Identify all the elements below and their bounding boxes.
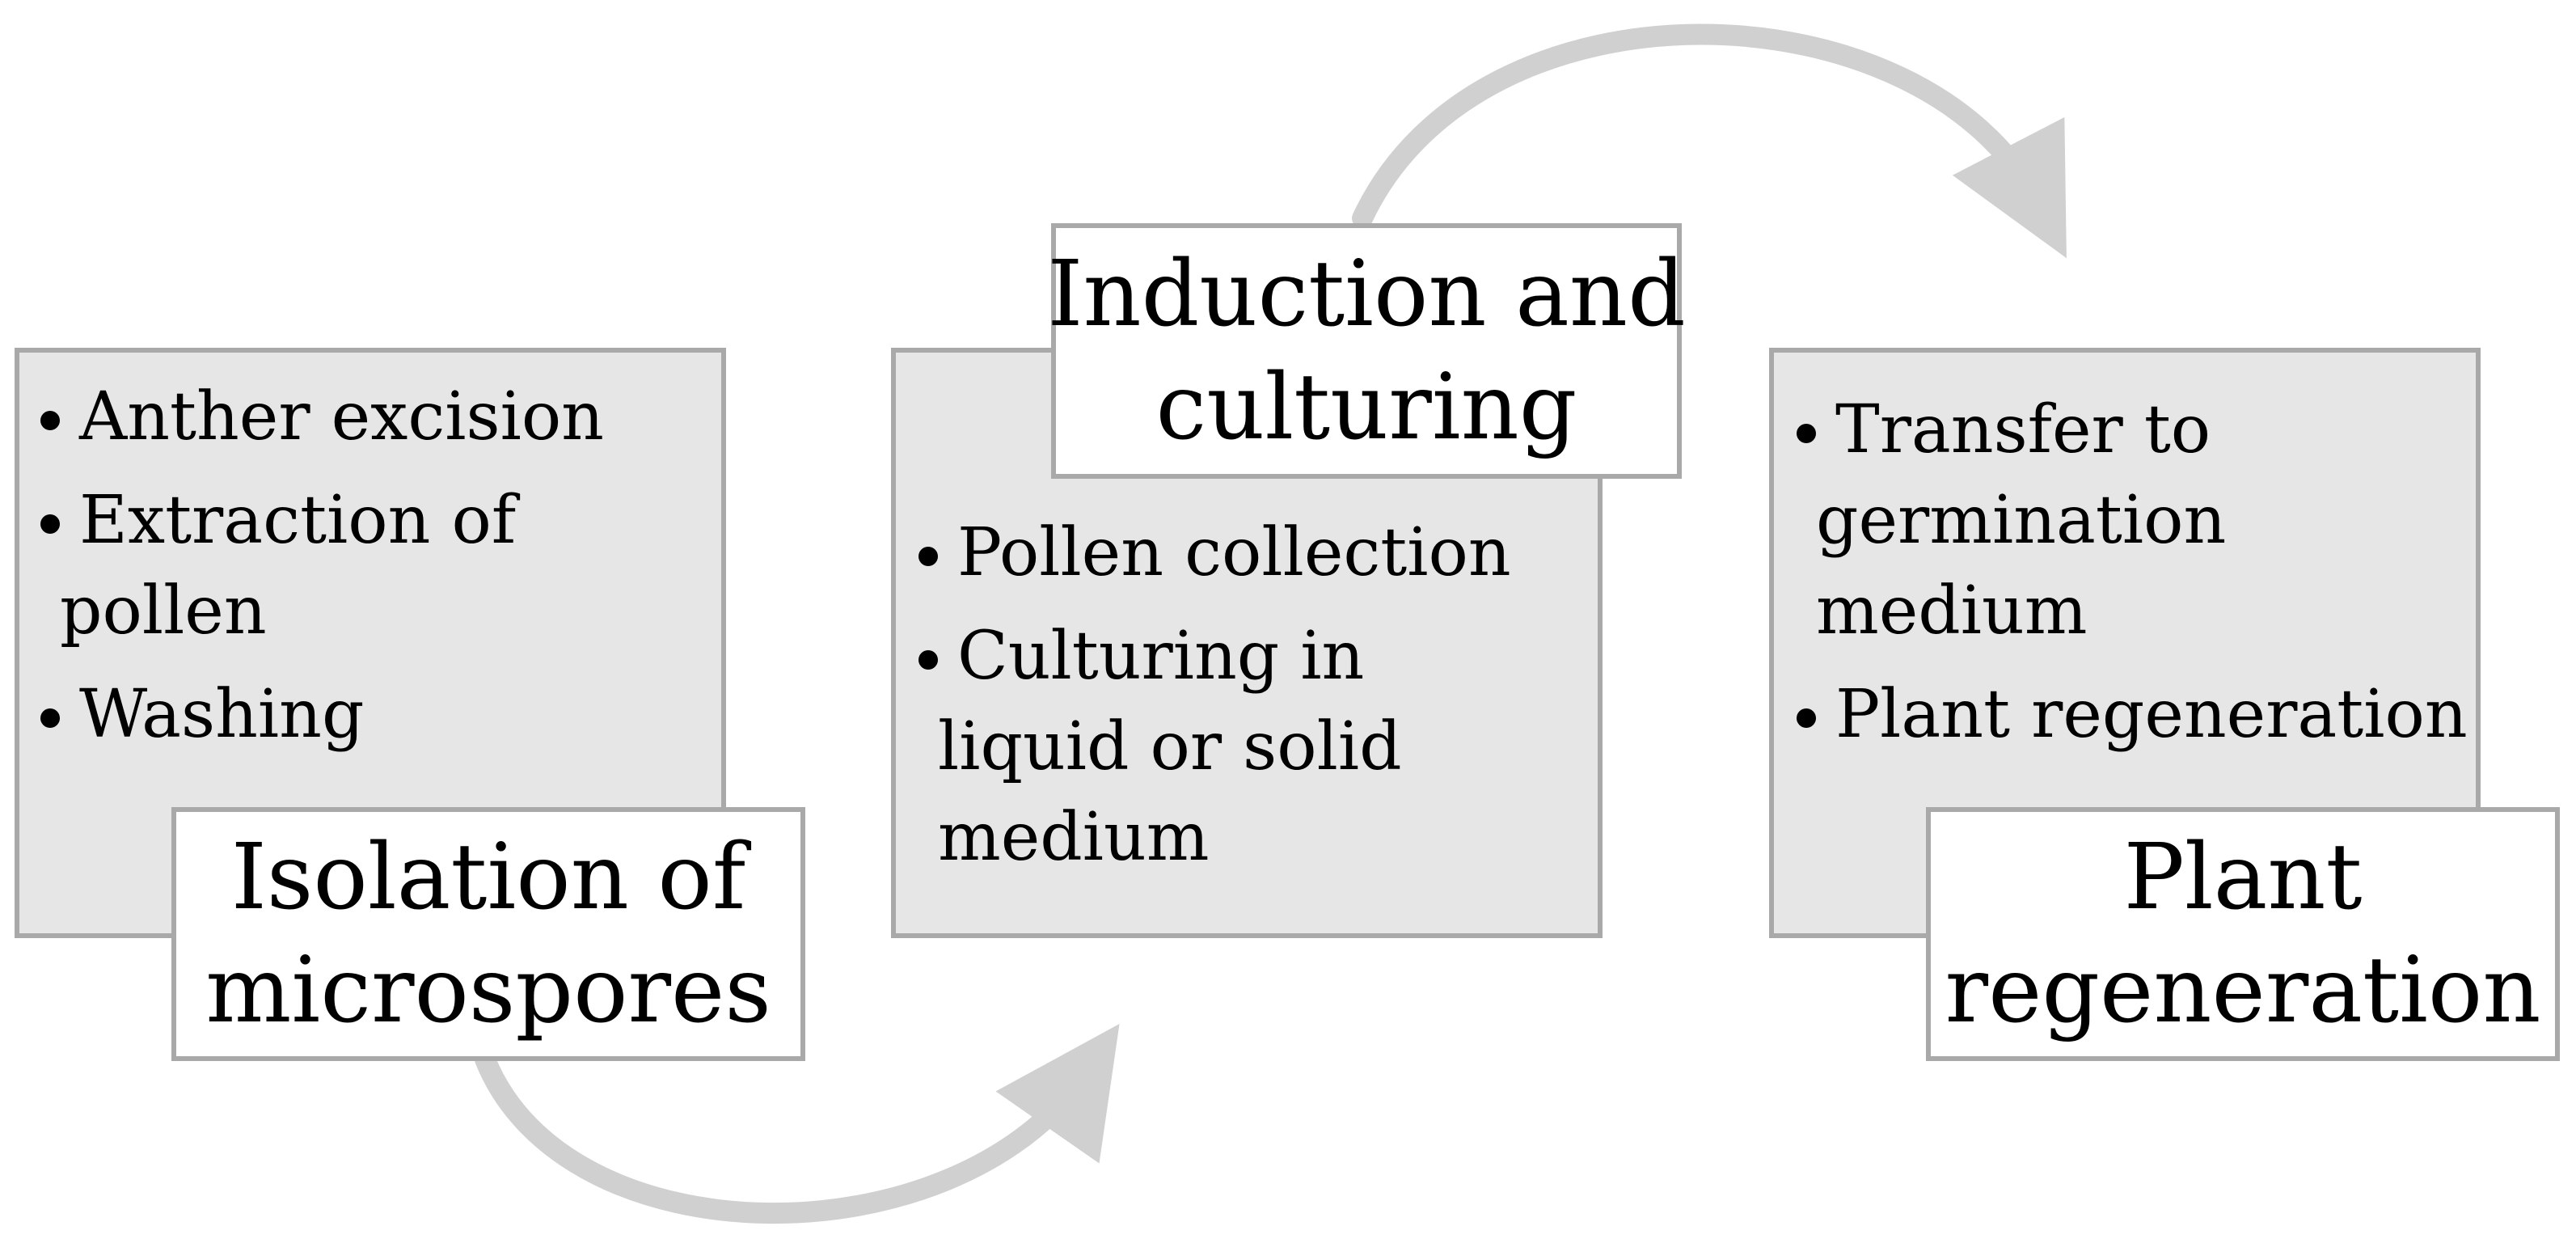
step1-title-box: Isolation of microspores [171,807,805,1061]
step2-title-line-2: culturing [1155,355,1577,460]
arrow-step2-to-step3 [1352,23,2067,259]
step3-title-line-1: Plant [2123,825,2363,930]
step2-title-line-1: Induction and [1047,242,1686,347]
step1-bullet-3: Washing [34,670,604,760]
step1-title-line-1: Isolation of [230,825,746,930]
step3-title-line-2: regeneration [1945,938,2541,1043]
step3-bullet-2: Plant regeneration [1790,670,2468,760]
step2-bullet-1: Pollen collection [912,508,1511,598]
step1-bullet-1: Anther excision [34,372,604,463]
step3-title-box: Plant regeneration [1926,807,2560,1061]
step2-title-box: Induction and culturing [1047,223,1686,479]
step1-title-line-2: microspores [205,938,771,1043]
arrow-step1-to-step2 [475,1024,1120,1224]
